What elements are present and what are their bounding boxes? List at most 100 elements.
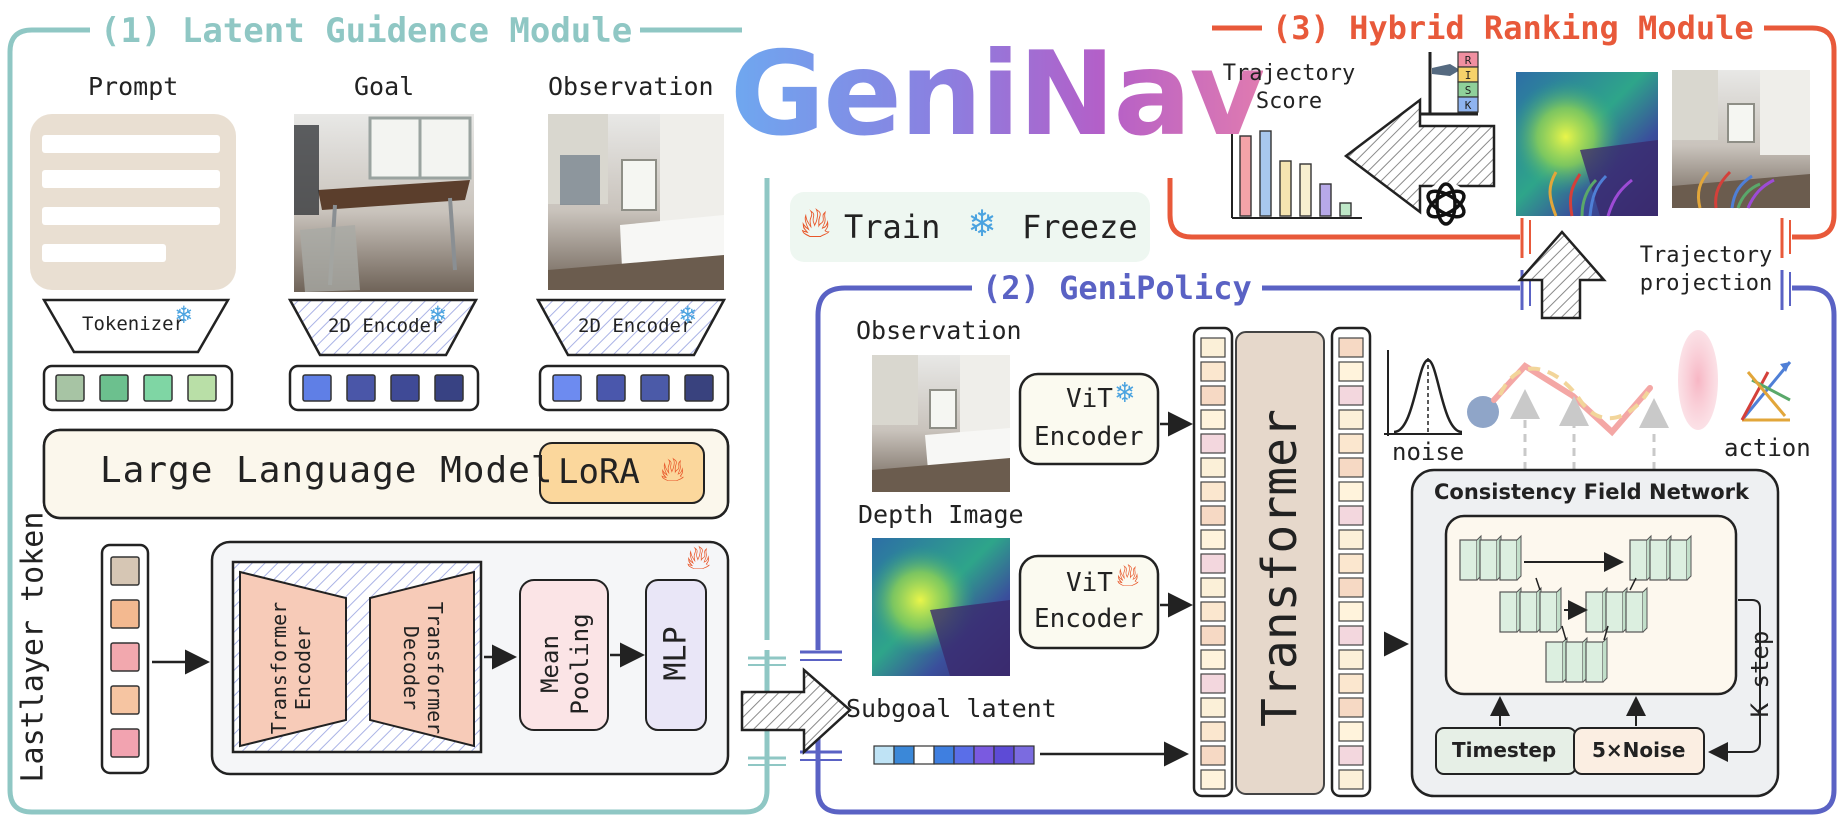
mean-pooling-label: Mean Pooling (536, 613, 594, 715)
transformer-label: Transformer (1252, 409, 1308, 727)
unet-layer-depth (1642, 586, 1648, 633)
unet-layer (1565, 641, 1584, 683)
noise-box-label: 5×Noise (1592, 738, 1686, 762)
ranking-depth-image (1516, 72, 1658, 217)
prompt-label: Prompt (88, 72, 179, 101)
unet-layer (1649, 539, 1668, 581)
policy-token (1200, 457, 1226, 478)
policy-token (1338, 601, 1364, 622)
score-bar (1259, 130, 1272, 217)
policy-token (1200, 361, 1226, 382)
goal-token (434, 374, 464, 402)
obs-token-row (538, 364, 730, 412)
observation-token (596, 374, 626, 402)
policy-token (1338, 745, 1364, 766)
policy-token (1338, 625, 1364, 646)
vit-label-2: ViT (1066, 568, 1113, 598)
policy-token (1200, 481, 1226, 502)
policy-token (1200, 385, 1226, 406)
subgoal-token (873, 745, 895, 765)
observation-image-1 (548, 114, 724, 290)
action-icon (1740, 361, 1792, 422)
subgoal-token (973, 745, 995, 765)
unet-layer (1585, 591, 1604, 633)
observation-label-1: Observation (548, 72, 714, 101)
lora-label: LoRA (558, 452, 640, 492)
freeze-icon: ❄ (1116, 375, 1135, 410)
risk-letter: I (1465, 69, 1472, 82)
llm-knot-icon (1424, 182, 1468, 226)
encoder-label-2: Encoder (1034, 604, 1144, 634)
train-label: Train (844, 208, 941, 246)
lastlayer-token (110, 685, 140, 715)
lora-box (539, 442, 705, 504)
encoder-label-1: Encoder (1034, 422, 1144, 452)
latent-to-policy-arrow (740, 667, 852, 755)
unet-layer (1625, 591, 1644, 633)
module3-title: (3) Hybrid Ranking Module (1262, 8, 1764, 48)
risk-letter-box (1457, 96, 1479, 113)
fire-icon: 🔥︎ (660, 450, 685, 490)
unet-blocks (1459, 534, 1692, 683)
unet-layer (1605, 591, 1624, 633)
observation-label-2: Observation (856, 316, 1022, 345)
mlp-box (645, 579, 707, 731)
policy-token (1338, 769, 1364, 790)
unet-layer (1585, 641, 1604, 683)
lastlayer-token (110, 556, 140, 586)
lastlayer-token (110, 599, 140, 629)
policy-token (1200, 649, 1226, 670)
trajectory-denoise-illustration (1467, 330, 1718, 470)
policy-token (1338, 481, 1364, 502)
vit-encoder-box-1 (1018, 372, 1160, 466)
mlp-label: MLP (658, 626, 694, 681)
unet-layer (1499, 539, 1518, 581)
projection-label: Trajectory projection (1639, 243, 1773, 296)
subgoal-token (933, 745, 955, 765)
goal-encoder-label: 2D Encoder (328, 315, 443, 337)
policy-token (1200, 601, 1226, 622)
goal-token (346, 374, 376, 402)
noise-label: noise (1392, 438, 1465, 466)
action-label: action (1724, 434, 1811, 462)
unet-layer (1519, 591, 1538, 633)
unet-layer (1499, 591, 1518, 633)
freeze-icon: ❄ (176, 300, 192, 330)
transformer-encoder-label: Transformer Encoder (267, 601, 315, 735)
policy-token (1338, 337, 1364, 358)
prompt-token (99, 374, 129, 402)
unet-layer (1669, 539, 1688, 581)
unet-layer (1545, 641, 1564, 683)
brand-title: GeniNav (730, 20, 1265, 170)
policy-token (1338, 553, 1364, 574)
score-bar (1339, 202, 1352, 217)
fire-icon: 🔥︎ (686, 538, 711, 578)
policy-token (1338, 673, 1364, 694)
llm-label: Large Language Model (100, 450, 554, 491)
risk-letter: S (1465, 84, 1472, 97)
lastlayer-token (110, 728, 140, 758)
lastlayer-label: Lastlayer token (15, 511, 51, 783)
cfn-title: Consistency Field Network (1434, 480, 1749, 504)
policy-token (1200, 529, 1226, 550)
unet-layer-depth (1602, 636, 1608, 683)
policy-token (1200, 625, 1226, 646)
goal-token (302, 374, 332, 402)
observation-token (552, 374, 582, 402)
policy-token (1338, 649, 1364, 670)
module1-title: (1) Latent Guidence Module (92, 10, 641, 52)
train-fire-icon: 🔥︎ (800, 198, 831, 247)
subgoal-token (953, 745, 975, 765)
policy-token (1338, 433, 1364, 454)
subgoal-label: Subgoal latent (846, 694, 1057, 723)
trajectory-projection-arrow (1517, 230, 1607, 320)
freeze-label: Freeze (1022, 208, 1138, 246)
policy-token (1338, 409, 1364, 430)
lastlayer-token (110, 642, 140, 672)
transformer-box (1235, 331, 1325, 795)
policy-token (1200, 337, 1226, 358)
fire-icon: 🔥︎ (1116, 556, 1140, 594)
unet-layer-depth (1516, 534, 1522, 581)
subgoal-token (893, 745, 915, 765)
